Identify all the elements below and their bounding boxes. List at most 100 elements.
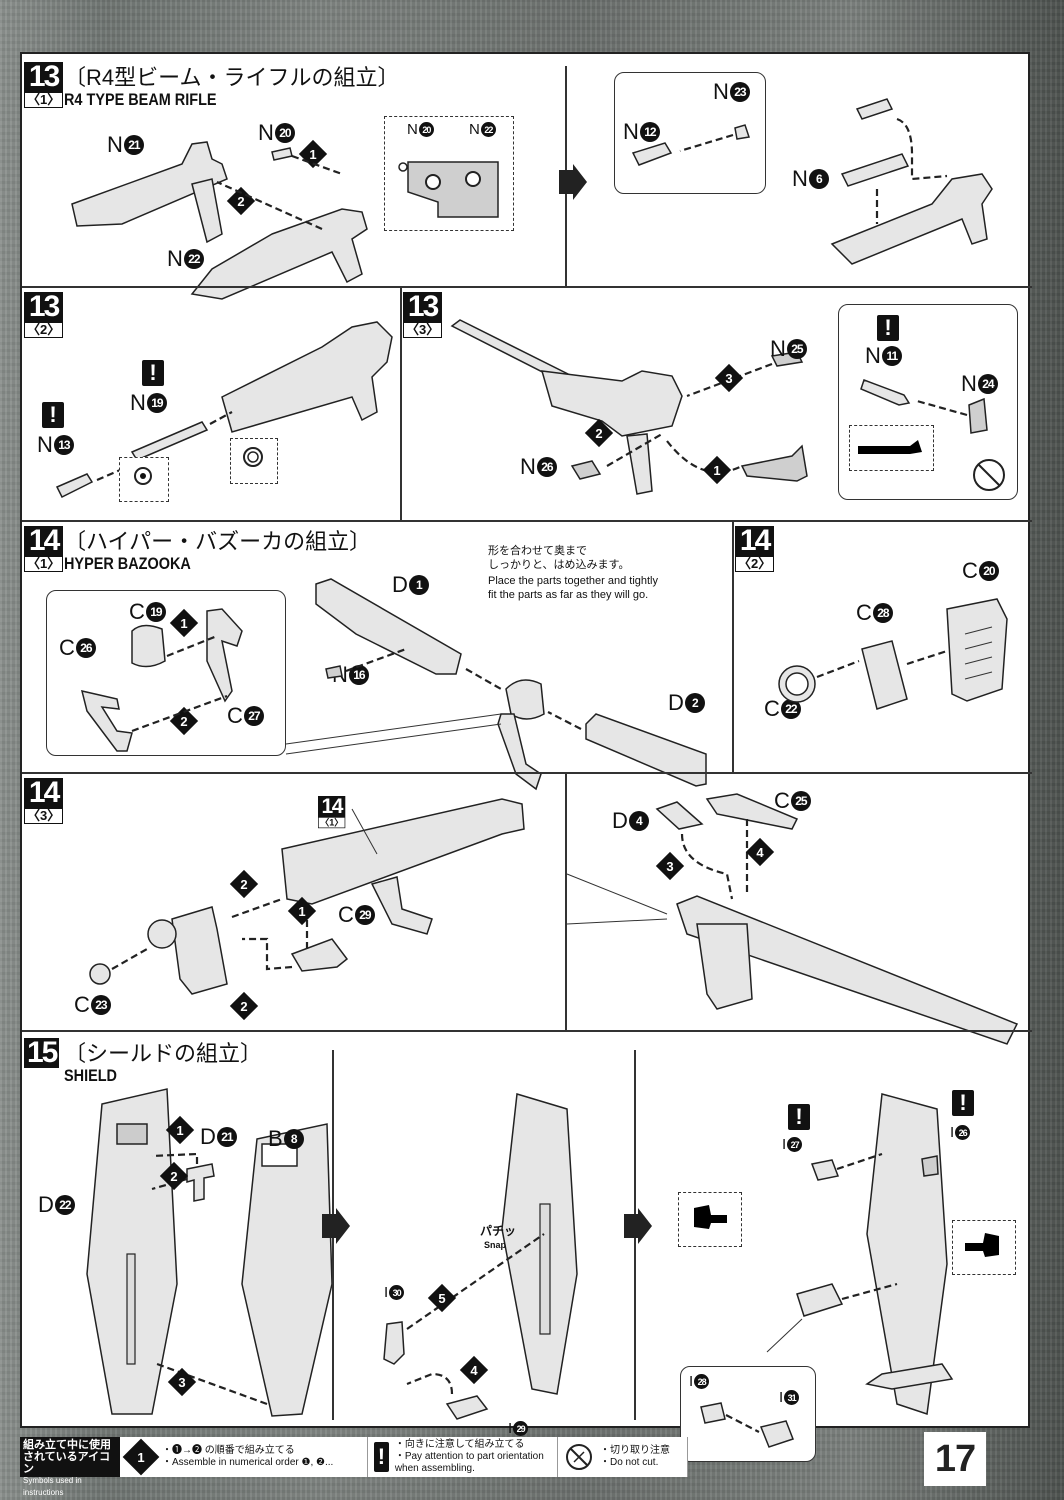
part-d21-shape bbox=[186, 1163, 215, 1202]
ammo-box-illustration bbox=[778, 598, 1008, 710]
sequence-icon-2: 2 bbox=[229, 991, 259, 1021]
step-number: 14 bbox=[318, 796, 346, 817]
sequence-icon-2: 2 bbox=[226, 186, 256, 216]
part-b8-shape bbox=[241, 1123, 333, 1417]
instruction-sheet: 13 〈1〉 〔R4型ビーム・ライフルの組立〕 R4 TYPE BEAM RIF… bbox=[20, 52, 1032, 1462]
legend-header: 組み立て中に使用 されているアイコン Symbols used in instr… bbox=[20, 1437, 120, 1497]
substep-number: 〈1〉 bbox=[318, 817, 346, 829]
rifle-assembled-illustration bbox=[830, 98, 993, 265]
panel-divider bbox=[732, 520, 734, 772]
step-badge-14-2: 14 〈2〉 bbox=[735, 526, 775, 572]
sequence-icon: 1 bbox=[122, 1438, 160, 1476]
ammo-box bbox=[696, 923, 753, 1010]
row-divider bbox=[22, 286, 1032, 288]
step-title-en: HYPER BAZOOKA bbox=[64, 554, 191, 573]
part-d22-shape bbox=[86, 1088, 178, 1415]
step-number: 15 bbox=[24, 1038, 60, 1068]
step-number: 13 bbox=[24, 62, 64, 92]
sequence-icon-2: 2 bbox=[159, 1161, 189, 1191]
rifle-part-n20 bbox=[271, 147, 293, 161]
step-badge-14-3: 14 〈3〉 bbox=[24, 778, 64, 824]
part-i31-shape bbox=[759, 1420, 794, 1448]
bazooka-grip bbox=[370, 876, 433, 935]
sequence-icon-3: 3 bbox=[655, 851, 685, 881]
dashed-arrow bbox=[291, 154, 343, 176]
row-divider bbox=[22, 772, 1032, 774]
rifle-grip-n21 bbox=[191, 178, 223, 244]
orientation-detail-box bbox=[952, 1220, 1016, 1275]
step-title-jp: 〔ハイパー・バズーカの組立〕 bbox=[64, 529, 372, 554]
bazooka-barrel bbox=[281, 798, 525, 905]
part-n24-shape bbox=[968, 397, 988, 434]
bazooka-barrel bbox=[676, 895, 1019, 1045]
hinge-assembly bbox=[796, 1283, 844, 1317]
part-n11-shape bbox=[860, 379, 911, 406]
part-c29-shape bbox=[290, 938, 349, 972]
part-n16-shape bbox=[325, 665, 343, 679]
rifle-part-n21 bbox=[71, 141, 228, 227]
rifle-body bbox=[830, 173, 993, 265]
warning-icon: ! bbox=[42, 402, 64, 428]
part-d1-shape bbox=[315, 578, 462, 675]
muzzle-n13 bbox=[55, 473, 94, 499]
legend-item-warning: ! ・向きに注意して組み立てる ・Pay attention to part o… bbox=[368, 1437, 558, 1477]
step-title-en: R4 TYPE BEAM RIFLE bbox=[64, 90, 217, 109]
legend-item-sequence: 1 ・❶→❷ の順番で組み立てる ・Assemble in numerical … bbox=[120, 1437, 368, 1477]
substep-number: 〈3〉 bbox=[24, 808, 64, 824]
part-n26-shape bbox=[570, 460, 602, 480]
part-c26-shape bbox=[80, 689, 133, 752]
step-badge-13-2: 13 〈2〉 bbox=[24, 292, 64, 338]
sequence-icon-3: 3 bbox=[714, 363, 744, 393]
substep-number: 〈2〉 bbox=[735, 556, 775, 572]
part-c20-shape bbox=[946, 598, 1008, 702]
legend-item-no-cut: ・切り取り注意 ・Do not cut. bbox=[558, 1437, 688, 1477]
stock-part bbox=[740, 444, 808, 482]
panel-divider bbox=[565, 772, 567, 1030]
orientation-detail-box bbox=[678, 1192, 742, 1247]
warning-icon: ! bbox=[788, 1104, 810, 1130]
step-badge-14-1: 14 〈1〉 bbox=[24, 526, 64, 572]
substep-number: 〈2〉 bbox=[24, 322, 64, 338]
reference-badge-14-1: 14 〈1〉 bbox=[318, 796, 346, 829]
step-number: 14 bbox=[24, 526, 64, 556]
orientation-detail-box bbox=[230, 438, 278, 484]
step-badge-13-1: 13 〈1〉 bbox=[24, 62, 64, 108]
substep-number: 〈1〉 bbox=[24, 92, 64, 108]
step-title-en: SHIELD bbox=[64, 1066, 117, 1085]
rifle-body bbox=[540, 370, 683, 437]
rifle-barrel-illustration bbox=[55, 321, 393, 499]
shield-front-illustration bbox=[86, 1088, 333, 1417]
detail-illustration bbox=[398, 161, 499, 218]
rifle-full-illustration bbox=[450, 319, 808, 495]
sequence-icon-3: 3 bbox=[167, 1367, 197, 1397]
part-i26-shape bbox=[921, 1155, 939, 1177]
snap-label-en: Snap bbox=[484, 1240, 507, 1250]
rifle-grip bbox=[626, 433, 653, 495]
